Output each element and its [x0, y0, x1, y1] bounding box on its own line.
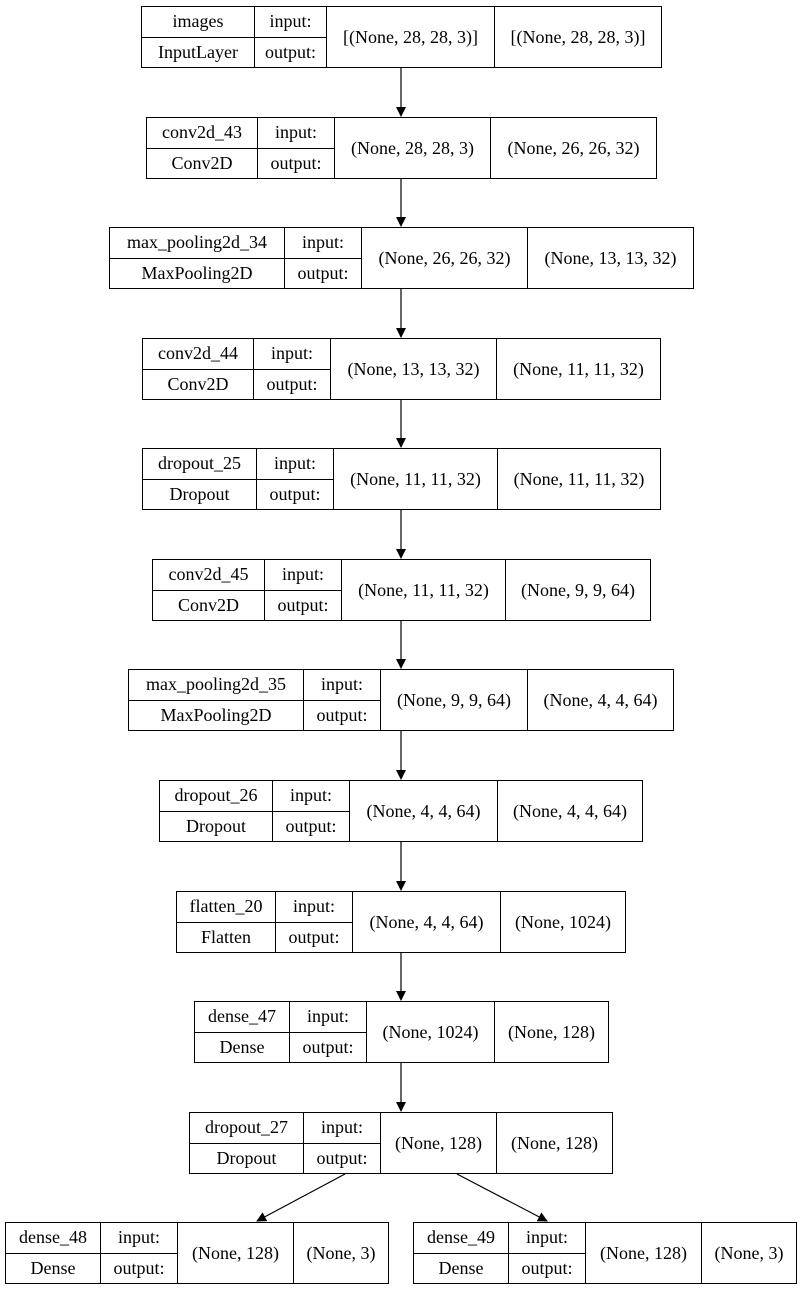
output-label: output: — [304, 1142, 380, 1174]
layer-type: Dense — [414, 1252, 508, 1284]
output-shape: (None, 4, 4, 64) — [513, 800, 627, 821]
layer-name: conv2d_43 — [162, 122, 242, 143]
output-label: output: — [254, 368, 330, 400]
input-label: input: — [274, 122, 317, 143]
output-shape: (None, 11, 11, 32) — [513, 468, 645, 489]
output-shape: (None, 128) — [511, 1132, 598, 1153]
output-shape: (None, 11, 11, 32) — [513, 358, 644, 379]
layer-node: max_pooling2d_35 MaxPooling2D input: out… — [128, 669, 674, 731]
input-label: input: — [306, 1006, 349, 1027]
input-label: input: — [273, 453, 316, 474]
layer-type: Dropout — [190, 1142, 303, 1174]
layer-node: conv2d_45 Conv2D input: output: (None, 1… — [152, 559, 651, 621]
input-label: input: — [301, 232, 344, 253]
input-label: input: — [289, 785, 332, 806]
output-label: output: — [255, 36, 326, 68]
layer-node: flatten_20 Flatten input: output: (None,… — [176, 891, 626, 953]
input-label: input: — [292, 896, 335, 917]
input-shape: [(None, 28, 28, 3)] — [327, 7, 495, 67]
output-shape: (None, 26, 26, 32) — [507, 137, 640, 158]
input-label: input: — [320, 1117, 363, 1138]
input-shape: (None, 128) — [381, 1113, 497, 1173]
input-shape: (None, 4, 4, 64) — [350, 781, 498, 841]
output-label: output: — [258, 147, 334, 179]
layer-type: Dense — [6, 1252, 100, 1284]
output-label: output: — [509, 1252, 585, 1284]
output-label: output: — [273, 810, 349, 842]
output-shape: (None, 3) — [306, 1242, 376, 1263]
output-label: output: — [101, 1252, 177, 1284]
input-shape: (None, 11, 11, 32) — [342, 560, 506, 620]
layer-type: MaxPooling2D — [129, 699, 303, 731]
input-label: input: — [270, 343, 313, 364]
layer-type: Conv2D — [147, 147, 257, 179]
output-label: output: — [285, 257, 361, 289]
output-shape: (None, 1024) — [515, 911, 611, 932]
output-label: output: — [276, 921, 352, 953]
layer-type: Dense — [195, 1031, 289, 1063]
layer-name: dropout_26 — [174, 785, 258, 806]
edge-arrow — [456, 1173, 548, 1222]
input-shape: (None, 28, 28, 3) — [335, 118, 491, 178]
layer-name: conv2d_45 — [168, 564, 249, 585]
input-label: input: — [117, 1227, 160, 1248]
layer-name: images — [172, 11, 224, 32]
input-shape: (None, 128) — [586, 1223, 702, 1283]
input-shape: (None, 13, 13, 32) — [331, 339, 497, 399]
input-label: input: — [269, 11, 312, 32]
layer-node: dropout_25 Dropout input: output: (None,… — [142, 448, 661, 510]
layer-node: dense_47 Dense input: output: (None, 102… — [194, 1001, 609, 1063]
input-shape: (None, 26, 26, 32) — [362, 228, 528, 288]
output-shape: [(None, 28, 28, 3)] — [510, 26, 646, 47]
layer-node: images InputLayer input: output: [(None,… — [141, 6, 662, 68]
layer-name: flatten_20 — [189, 896, 263, 917]
layer-type: Flatten — [177, 921, 275, 953]
input-shape: (None, 1024) — [367, 1002, 495, 1062]
layer-type: InputLayer — [142, 36, 254, 68]
layer-name: dense_49 — [427, 1227, 495, 1248]
input-label: input: — [281, 564, 324, 585]
layer-name: dropout_27 — [205, 1117, 288, 1138]
input-shape: (None, 128) — [178, 1223, 294, 1283]
output-label: output: — [290, 1031, 366, 1063]
output-label: output: — [304, 699, 380, 731]
output-shape: (None, 4, 4, 64) — [543, 689, 658, 710]
input-shape: (None, 9, 9, 64) — [381, 670, 528, 730]
output-shape: (None, 3) — [714, 1242, 784, 1263]
input-shape: (None, 4, 4, 64) — [353, 892, 501, 952]
output-label: output: — [265, 589, 341, 621]
layer-type: Conv2D — [143, 368, 253, 400]
layer-name: dropout_25 — [158, 453, 241, 474]
layer-name: dense_48 — [19, 1227, 87, 1248]
layer-type: Conv2D — [153, 589, 264, 621]
layer-node: conv2d_43 Conv2D input: output: (None, 2… — [146, 117, 657, 179]
layer-type: Dropout — [160, 810, 272, 842]
input-label: input: — [320, 674, 363, 695]
layer-node: dense_48 Dense input: output: (None, 128… — [5, 1222, 389, 1284]
layer-node: max_pooling2d_34 MaxPooling2D input: out… — [109, 227, 694, 289]
output-shape: (None, 9, 9, 64) — [521, 579, 635, 600]
output-shape: (None, 128) — [508, 1021, 595, 1042]
layer-node: conv2d_44 Conv2D input: output: (None, 1… — [142, 338, 661, 400]
output-shape: (None, 13, 13, 32) — [544, 247, 677, 268]
layer-name: max_pooling2d_34 — [127, 232, 267, 253]
layer-name: max_pooling2d_35 — [146, 674, 286, 695]
layer-node: dropout_26 Dropout input: output: (None,… — [159, 780, 643, 842]
input-shape: (None, 11, 11, 32) — [334, 449, 498, 509]
edge-arrow — [256, 1173, 346, 1222]
layer-name: dense_47 — [208, 1006, 276, 1027]
layer-name: conv2d_44 — [158, 343, 238, 364]
layer-type: MaxPooling2D — [110, 257, 284, 289]
layer-node: dropout_27 Dropout input: output: (None,… — [189, 1112, 613, 1174]
layer-node: dense_49 Dense input: output: (None, 128… — [413, 1222, 797, 1284]
input-label: input: — [525, 1227, 568, 1248]
output-label: output: — [257, 478, 333, 510]
layer-type: Dropout — [143, 478, 256, 510]
